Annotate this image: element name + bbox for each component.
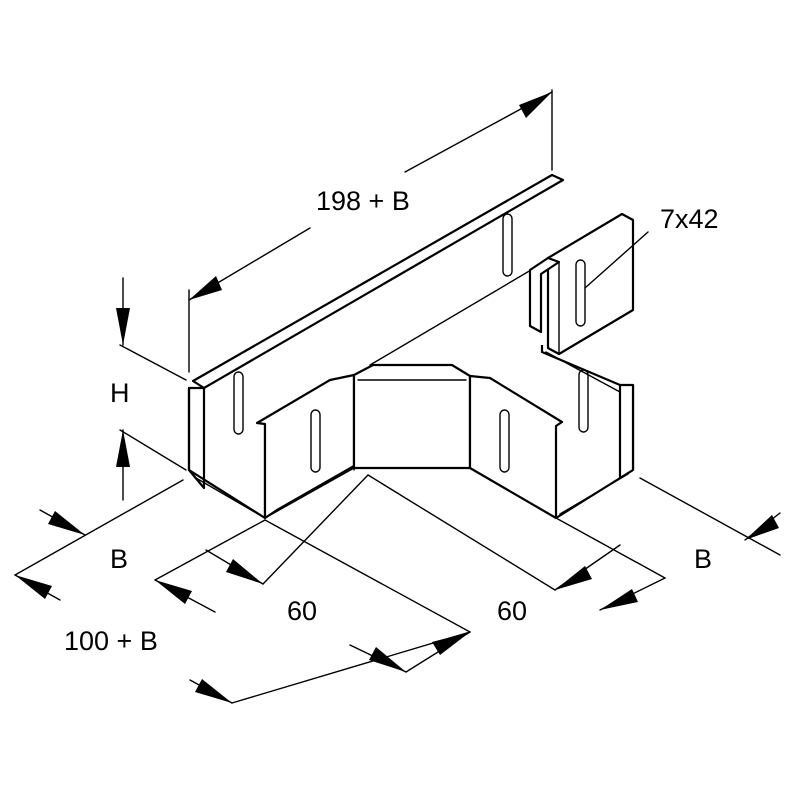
arrow-60-left-b	[155, 580, 192, 604]
plate-fold-top	[540, 261, 560, 275]
arrow-h-top	[116, 308, 130, 345]
right-back-fold	[545, 351, 621, 393]
arrow-60-right-a	[369, 647, 406, 672]
label-depth: 100 + B	[64, 626, 158, 656]
slot-front-right	[499, 409, 510, 473]
ext-60-right-diag	[264, 519, 471, 633]
left-end-wall	[187, 386, 206, 490]
leader-7x42	[584, 231, 649, 289]
arrow-100-top	[15, 575, 52, 599]
dimension-labels: 198 + B 7x42 H B B 60 60 100 + B	[64, 186, 719, 656]
interior-floor-right	[469, 467, 557, 519]
ext-100-bottom	[231, 631, 471, 704]
arrow-60-left-a	[226, 559, 263, 584]
slot-left-end	[233, 371, 244, 435]
label-arm-left: 60	[287, 596, 317, 626]
tee-body	[187, 173, 635, 520]
arrow-198-right	[519, 92, 552, 118]
arrow-198-left	[189, 276, 222, 300]
ext-b-right-inner	[555, 517, 666, 579]
arrow-60-right-b	[432, 632, 470, 655]
ext-b-left-outer	[14, 479, 184, 576]
ext-60-left-a	[154, 519, 266, 581]
interior-floor-left	[264, 467, 355, 519]
right-end-wall	[618, 383, 635, 480]
plate-slot	[575, 259, 586, 327]
label-height: H	[110, 378, 130, 408]
label-width-left: B	[110, 544, 128, 574]
label-width-right: B	[694, 544, 712, 574]
slot-back-wall	[502, 213, 513, 277]
right-back-wall	[540, 345, 621, 387]
arrow-b-left	[48, 511, 85, 535]
ext-h-bottom	[119, 429, 187, 471]
arrow-100-bottom	[195, 679, 232, 703]
ext-60-mid	[262, 474, 369, 585]
arrow-h-bottom	[116, 430, 130, 467]
arrow-b-right-a	[555, 566, 592, 590]
label-arm-right: 60	[497, 596, 527, 626]
right-floor-fold	[559, 473, 629, 515]
slot-front-left	[310, 409, 321, 473]
arrow-b-right-b	[600, 589, 638, 610]
arrow-b-right-c	[745, 515, 779, 540]
dimension-lines	[14, 89, 781, 704]
label-slot-size: 7x42	[660, 204, 719, 234]
front-right-wall	[468, 374, 564, 520]
slot-right-end	[578, 369, 589, 433]
ext-h-top	[119, 344, 187, 381]
front-right-fold	[555, 421, 563, 427]
ext-60-center	[367, 474, 556, 591]
front-left-wall	[255, 373, 356, 520]
left-floor-fold	[195, 477, 259, 515]
label-overall-length: 198 + B	[316, 186, 410, 216]
front-left-fold	[256, 422, 266, 425]
ext-b-right-outer	[639, 477, 781, 556]
back-wall-lip-edge	[203, 179, 564, 389]
connector-plate	[528, 212, 635, 356]
interior-back-top	[369, 259, 549, 366]
